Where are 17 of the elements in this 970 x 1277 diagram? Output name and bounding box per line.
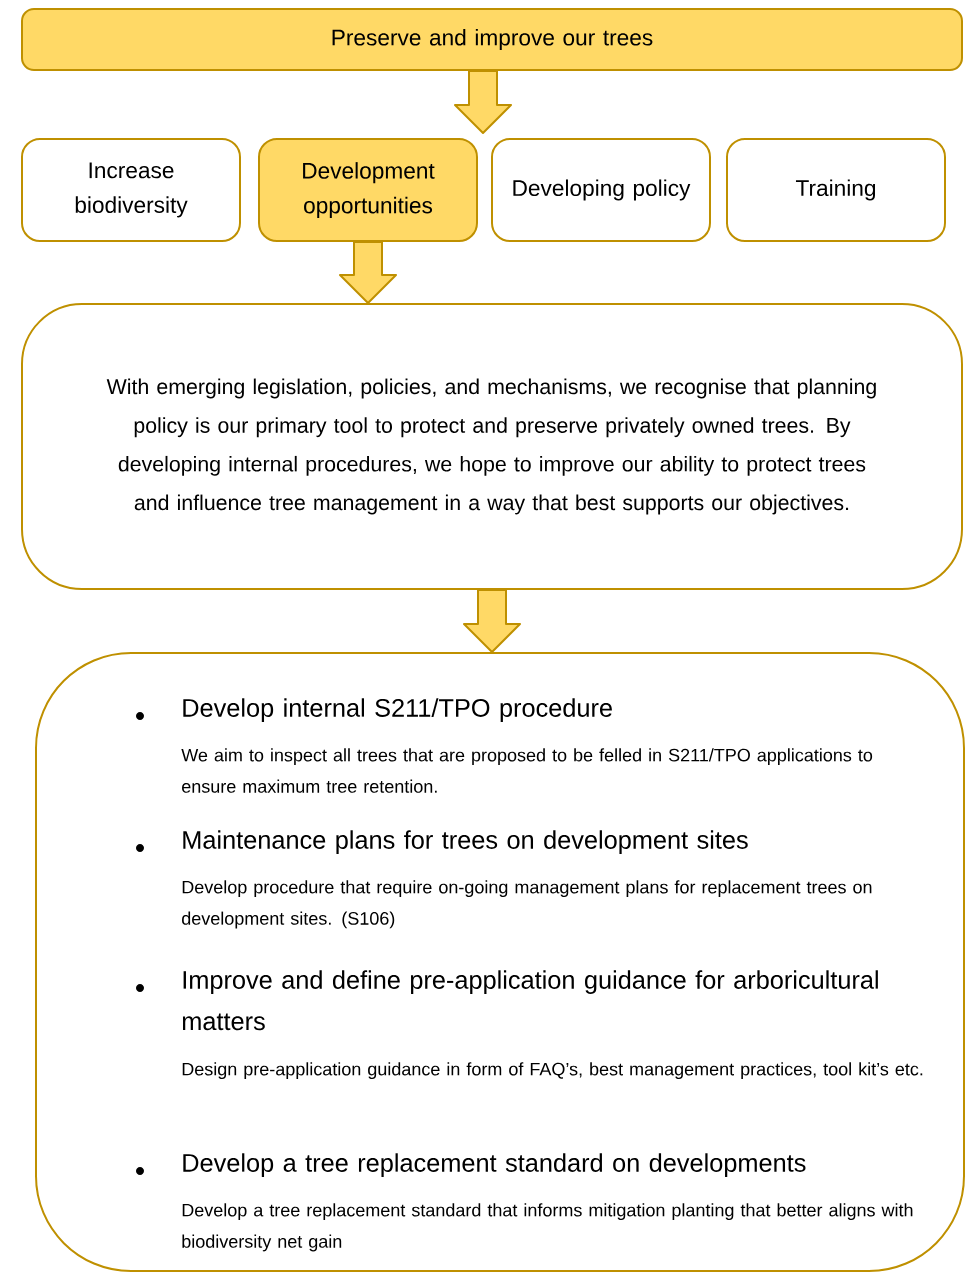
- topic-box: Increase biodiversity: [21, 138, 241, 242]
- item-description: Develop a tree replacement standard that informs mitigation planting that better aligns with biodiversity net gain: [182, 1203, 913, 1252]
- topic-box: Development opportunities: [258, 138, 478, 242]
- item-description: Develop procedure that require on-going management plans for replacement trees on development sites. (S106): [182, 880, 872, 929]
- topic-box: Training: [726, 138, 946, 242]
- text-box: With emerging legislation, policies, and mechanisms, we recognise that planning policy is our primary tool to protect and preserve privately owned trees. By developing internal procedures, we hope to improve our ability to protect trees and influence tree management in a way that best supports our objectives.: [21, 303, 963, 590]
- item-description: We aim to inspect all trees that are proposed to be felled in S211/TPO applications to ensure maximum tree retention.: [181, 748, 873, 793]
- item-description: Design pre-application guidance in form of FAQ’s, best management practices, tool kit’s etc.: [182, 1062, 923, 1080]
- item-heading: Develop internal S211/TPO procedure: [183, 698, 612, 722]
- topic-box: Developing policy: [491, 138, 711, 242]
- goal-box: Preserve and improve our trees: [21, 8, 963, 71]
- block-arrow: [463, 589, 521, 653]
- item-heading: Improve and define pre-application guidance for arboricultural matters: [182, 970, 878, 1031]
- block-arrow: [454, 70, 512, 134]
- item-heading: Develop a tree replacement standard on developments: [183, 1153, 806, 1177]
- item-heading: Maintenance plans for trees on development sites: [183, 830, 748, 854]
- block-arrow: [339, 241, 397, 304]
